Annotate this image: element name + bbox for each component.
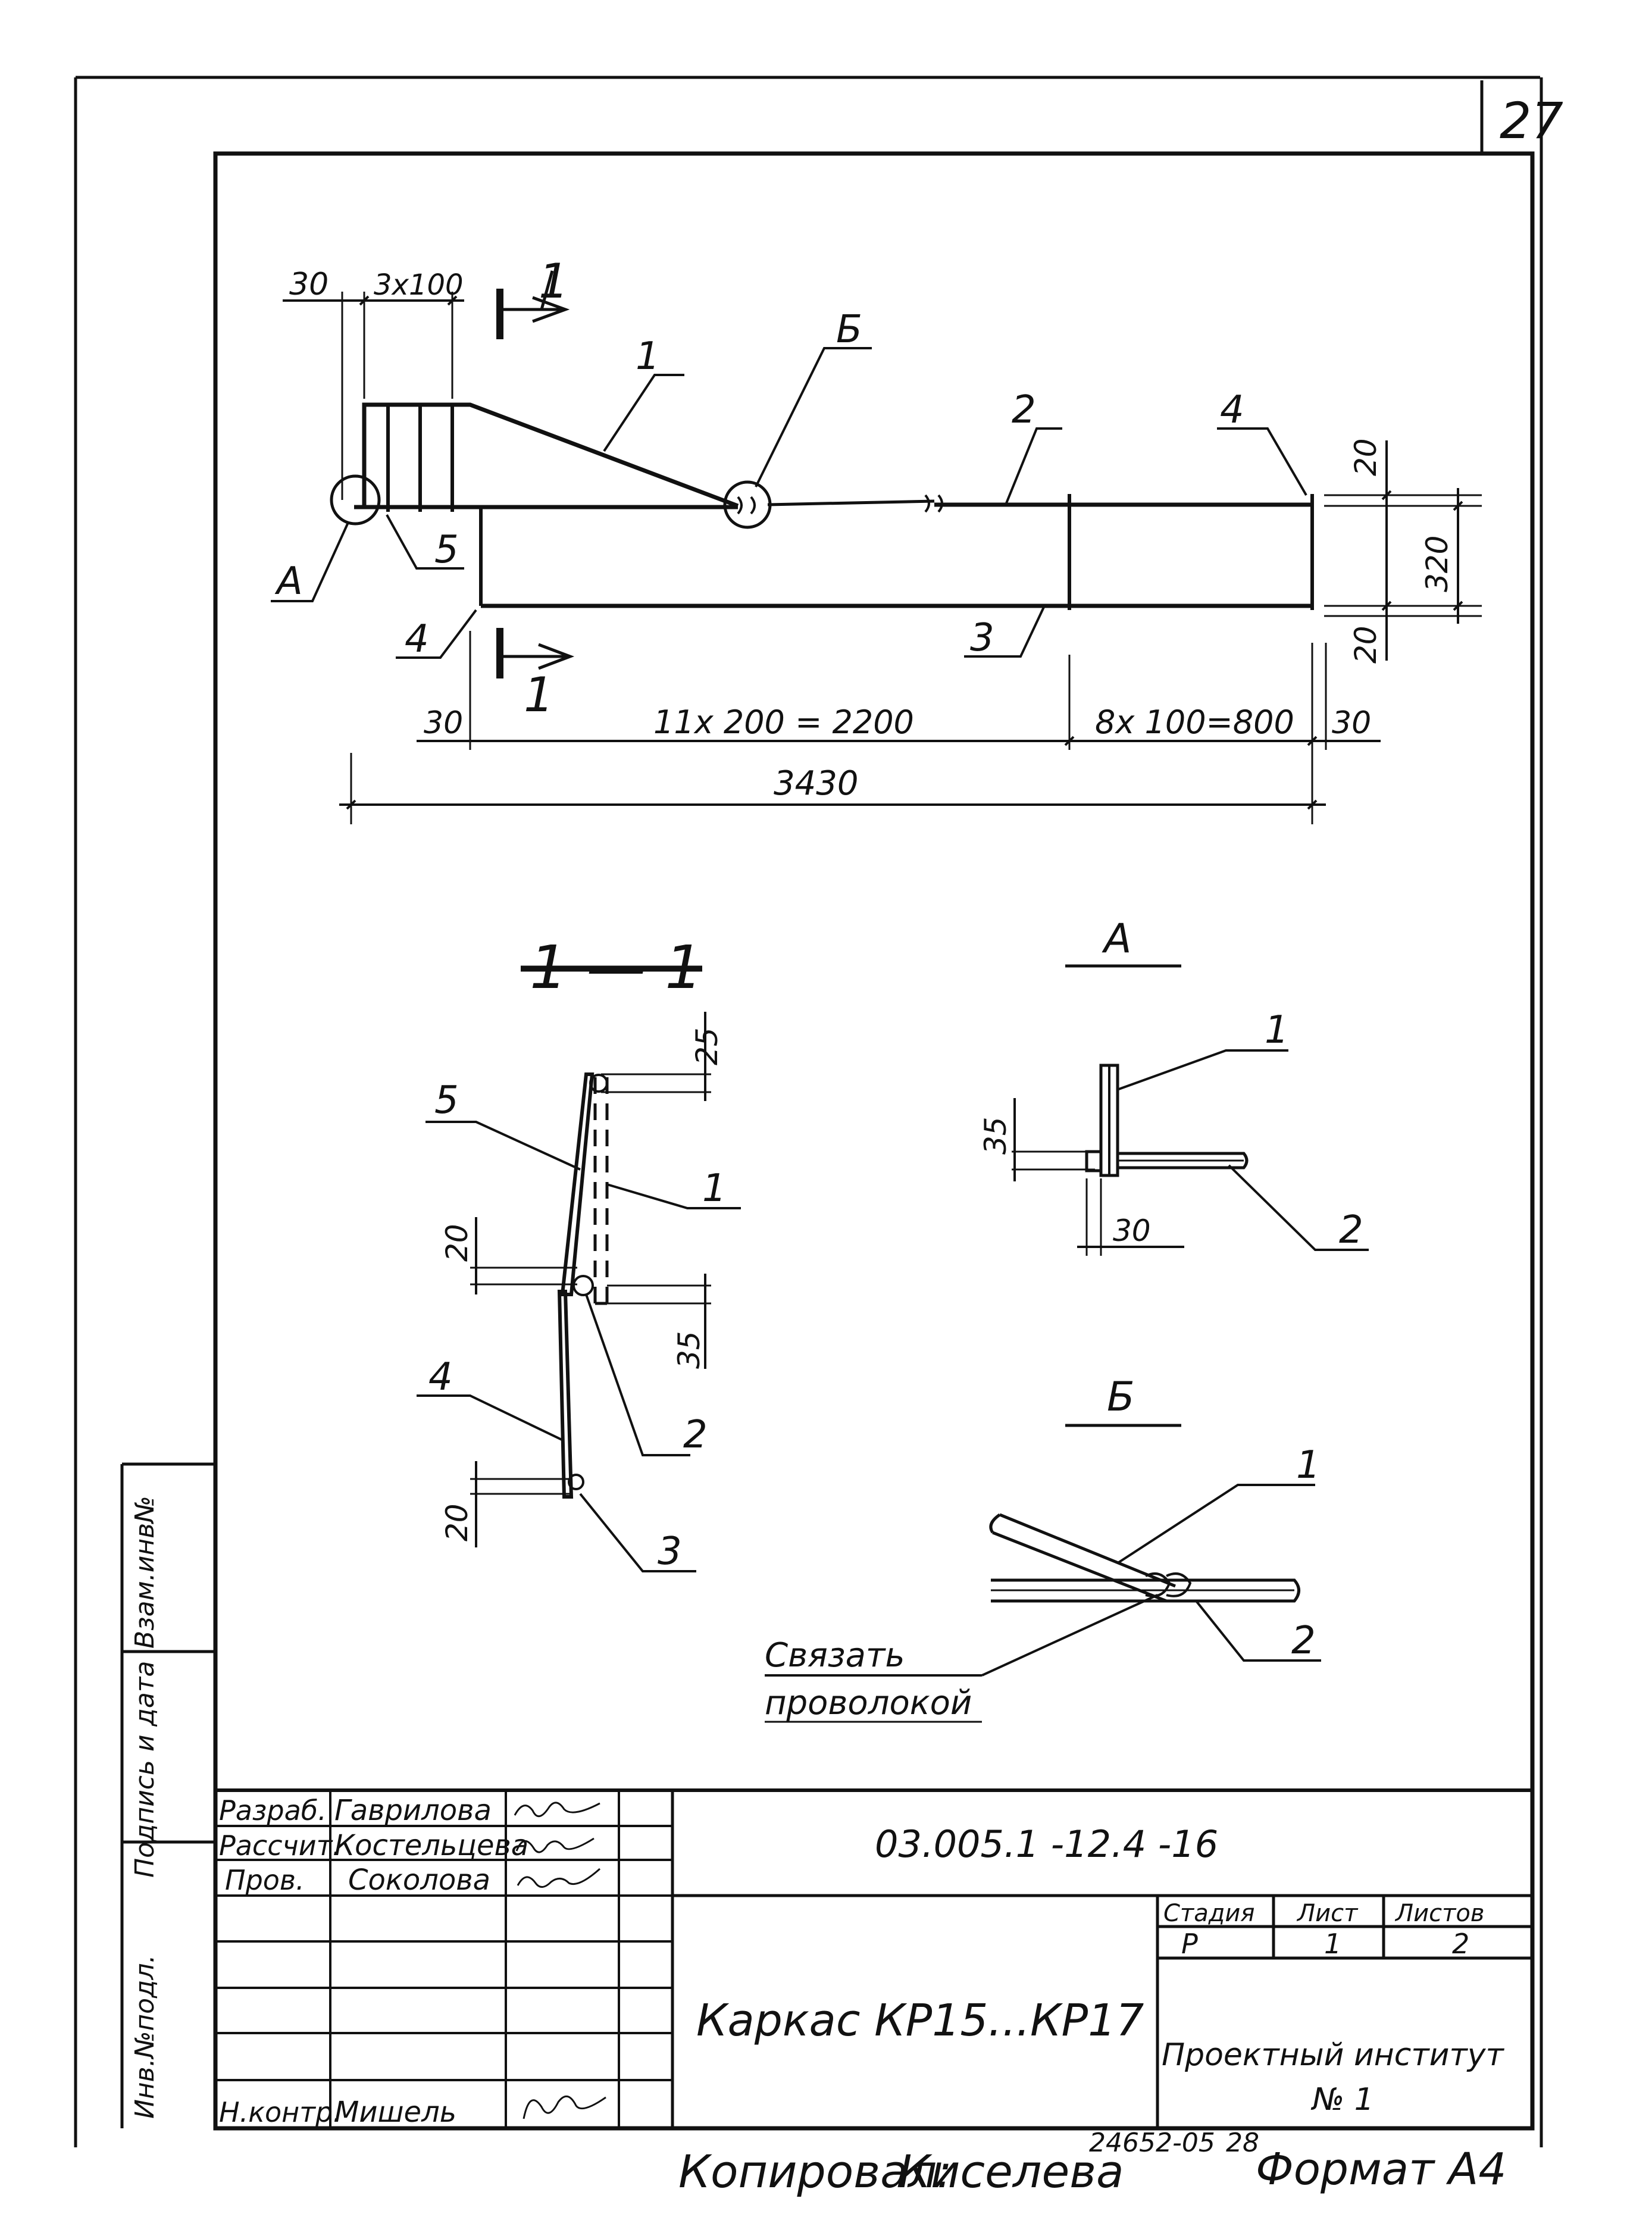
detail-b-label-bent-bar: 1 xyxy=(1296,1443,1321,1487)
section-mark-bottom xyxy=(496,628,575,678)
detail-b-title: Б xyxy=(1107,1374,1135,1421)
signature-calculated xyxy=(515,1837,595,1853)
role-checked: Пров. xyxy=(225,1864,305,1896)
archive-sheet: 28 xyxy=(1226,2128,1259,2158)
sheet-number: 27 xyxy=(1500,92,1563,150)
plan-leaders xyxy=(271,347,1307,659)
detail-a: А 35 30 1 2 xyxy=(978,915,1369,1256)
section-label-bent-bar: 1 xyxy=(702,1167,727,1211)
item-name: Каркас КР15...КР17 xyxy=(696,1995,1144,2046)
section-1-1-bars xyxy=(557,1072,609,1499)
section-label-bottom-bar: 3 xyxy=(658,1530,682,1574)
section-1-1: 1 — 1 25 20 35 xyxy=(417,933,741,1574)
role-calculated: Рассчит. xyxy=(219,1830,341,1862)
detail-a-label-bent-bar: 1 xyxy=(1265,1008,1289,1052)
detail-b-bars xyxy=(989,1513,1300,1603)
sheet-label: Лист xyxy=(1296,1900,1359,1927)
plan-dimensions xyxy=(283,292,1482,824)
dim-right-offset: 30 xyxy=(1332,705,1371,741)
detail-b-note-line2: проволокой xyxy=(765,1684,972,1722)
side-stamp-inv-original: Инв.№подл. xyxy=(130,1955,160,2119)
name-developer: Гаврилова xyxy=(334,1794,492,1827)
callout-detail-a: А xyxy=(274,559,303,603)
dim-height: 320 xyxy=(1420,536,1454,592)
organization-line2: № 1 xyxy=(1310,2082,1374,2118)
organization-line1: Проектный институт xyxy=(1162,2037,1505,2073)
document-code: 03.005.1 -12.4 -16 xyxy=(875,1822,1218,1866)
name-norm-control: Мишель xyxy=(334,2096,456,2129)
signature-norm-control xyxy=(522,2096,606,2119)
callout-bent-bar: 1 xyxy=(636,334,660,379)
callout-top-bar: 2 xyxy=(1012,388,1036,432)
sheets-value: 2 xyxy=(1452,1928,1469,1960)
role-developer: Разраб. xyxy=(219,1794,327,1827)
detail-b-marker xyxy=(723,480,772,529)
sheets-label: Листов xyxy=(1394,1900,1484,1927)
name-checked: Соколова xyxy=(348,1863,490,1897)
section-1-1-dimensions xyxy=(470,1012,711,1547)
section-dim-lower: 35 xyxy=(672,1331,706,1369)
copied-by-label: Копировал: xyxy=(678,2145,952,2198)
signature-checked xyxy=(517,1868,600,1888)
callout-bottom-bar: 3 xyxy=(970,616,994,660)
role-norm-control: Н.контр. xyxy=(219,2096,342,2128)
section-mark-top-label: 1 xyxy=(539,254,569,309)
plan-view: 1 1 xyxy=(271,254,1482,824)
stage-value: Р xyxy=(1181,1928,1198,1960)
signature-developer xyxy=(514,1802,600,1817)
section-label-top-bar: 2 xyxy=(683,1413,708,1457)
side-stamp-replaces-inv: Взам.инв№ xyxy=(130,1496,160,1649)
detail-a-bars xyxy=(1085,1064,1249,1177)
dim-bar-spacing: 3x100 xyxy=(374,268,464,302)
section-label-end-bar: 4 xyxy=(428,1355,453,1399)
dim-overall-length: 3430 xyxy=(774,764,859,803)
callout-end-bar-top: 4 xyxy=(1220,388,1244,432)
callout-stirrup: 5 xyxy=(434,528,459,572)
section-label-stirrup: 5 xyxy=(434,1078,459,1122)
dim-top-cover: 20 xyxy=(1348,438,1383,476)
side-stamp: Взам.инв№ Подпись и дата Инв.№подл. xyxy=(120,1462,215,2128)
sheet-value: 1 xyxy=(1324,1928,1341,1960)
detail-b-note-line1: Связать xyxy=(765,1636,905,1675)
plan-view-bars xyxy=(330,402,1314,610)
dim-left-offset: 30 xyxy=(289,267,328,302)
detail-a-dimensions xyxy=(1012,1098,1184,1256)
dim-bottom-cover: 20 xyxy=(1348,626,1383,664)
section-dim-mid: 20 xyxy=(440,1224,474,1262)
detail-b-label-top-bar: 2 xyxy=(1291,1619,1316,1663)
section-mark-top xyxy=(496,270,570,339)
section-dim-top: 25 xyxy=(690,1027,724,1065)
detail-a-dim-vertical: 35 xyxy=(978,1117,1013,1155)
callout-end-bar-bottom: 4 xyxy=(405,617,429,661)
copied-by-name: Киселева xyxy=(899,2145,1124,2198)
format-label: Формат А4 xyxy=(1256,2144,1506,2195)
detail-a-marker xyxy=(330,474,381,526)
callout-detail-b: Б xyxy=(836,308,862,352)
dim-bottom-left-offset: 30 xyxy=(424,705,463,741)
signatures xyxy=(514,1802,606,2119)
dim-main-spacing: 11x 200 = 2200 xyxy=(653,703,914,741)
section-dim-bottom: 20 xyxy=(440,1503,474,1541)
detail-a-title: А xyxy=(1102,915,1132,962)
dim-end-spacing: 8x 100=800 xyxy=(1095,703,1294,741)
detail-a-label-top-bar: 2 xyxy=(1339,1208,1363,1252)
archive-number: 24652-05 xyxy=(1089,2128,1215,2158)
side-stamp-sign-date: Подпись и дата xyxy=(130,1661,160,1878)
title-block xyxy=(215,1788,1532,2128)
section-1-1-leaders xyxy=(417,1121,741,1572)
stage-label: Стадия xyxy=(1163,1900,1254,1927)
sheet-frames xyxy=(74,76,1543,2147)
bent-bar xyxy=(362,402,739,508)
detail-a-dim-horizontal: 30 xyxy=(1113,1214,1151,1248)
detail-b: Б 1 2 Связать проволокой xyxy=(765,1374,1321,1723)
section-mark-bottom-label: 1 xyxy=(524,667,554,723)
name-calculated: Костельцева xyxy=(334,1829,528,1862)
